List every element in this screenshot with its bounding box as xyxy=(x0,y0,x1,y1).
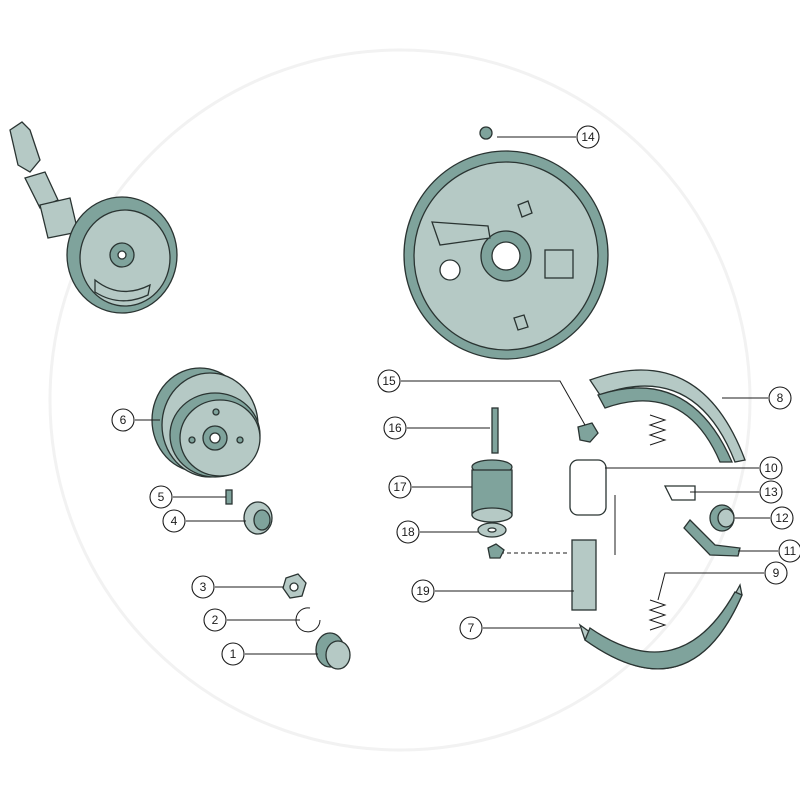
callout-11: 11 xyxy=(778,539,800,563)
callout-3: 3 xyxy=(191,575,215,599)
svg-text:18: 18 xyxy=(401,525,415,539)
seal xyxy=(315,632,351,670)
nut xyxy=(282,573,307,599)
svg-text:9: 9 xyxy=(773,566,780,580)
hold-down-pin xyxy=(491,407,499,454)
callout-8: 8 xyxy=(768,386,792,410)
callout-7: 7 xyxy=(459,616,483,640)
svg-text:16: 16 xyxy=(388,421,402,435)
callout-18: 18 xyxy=(396,520,420,544)
spring-stack xyxy=(471,459,513,523)
callout-17: 17 xyxy=(388,475,412,499)
svg-text:4: 4 xyxy=(171,514,178,528)
svg-text:13: 13 xyxy=(764,485,778,499)
lower-brake-shoe xyxy=(578,583,743,670)
lever xyxy=(683,519,741,557)
callout-2: 2 xyxy=(203,608,227,632)
callout-10: 10 xyxy=(759,456,783,480)
svg-text:6: 6 xyxy=(120,413,127,427)
clip xyxy=(663,485,696,501)
callout-19: 19 xyxy=(411,579,435,603)
svg-text:19: 19 xyxy=(416,584,430,598)
roller xyxy=(709,504,735,532)
washer xyxy=(477,522,507,538)
svg-text:5: 5 xyxy=(158,490,165,504)
svg-text:11: 11 xyxy=(784,544,797,558)
svg-text:8: 8 xyxy=(777,391,784,405)
svg-text:10: 10 xyxy=(764,461,778,475)
leader-lines xyxy=(135,136,778,655)
svg-text:2: 2 xyxy=(212,613,219,627)
spring-upper xyxy=(648,414,667,446)
backing-plate xyxy=(403,126,609,360)
svg-text:17: 17 xyxy=(393,480,407,494)
callout-5: 5 xyxy=(149,485,173,509)
callout-9: 9 xyxy=(764,561,788,585)
callout-14: 14 xyxy=(576,125,600,149)
callout-16: 16 xyxy=(383,416,407,440)
assembled-hub-view xyxy=(9,121,178,314)
spring-lower xyxy=(648,599,667,631)
upper-brake-shoe xyxy=(588,369,746,463)
background-ring xyxy=(48,48,752,752)
svg-text:14: 14 xyxy=(581,130,595,144)
brake-drum xyxy=(151,367,261,478)
callout-15: 15 xyxy=(377,369,401,393)
svg-text:15: 15 xyxy=(382,374,396,388)
bearing xyxy=(243,501,273,535)
callout-6: 6 xyxy=(111,408,135,432)
callout-13: 13 xyxy=(759,480,783,504)
callout-12: 12 xyxy=(770,506,794,530)
svg-text:3: 3 xyxy=(200,580,207,594)
svg-text:7: 7 xyxy=(468,621,475,635)
screw xyxy=(225,489,233,505)
callout-4: 4 xyxy=(162,509,186,533)
svg-text:1: 1 xyxy=(230,647,237,661)
callout-1: 1 xyxy=(221,642,245,666)
adjuster xyxy=(487,422,607,611)
circlip xyxy=(295,607,321,633)
svg-text:12: 12 xyxy=(775,511,789,525)
